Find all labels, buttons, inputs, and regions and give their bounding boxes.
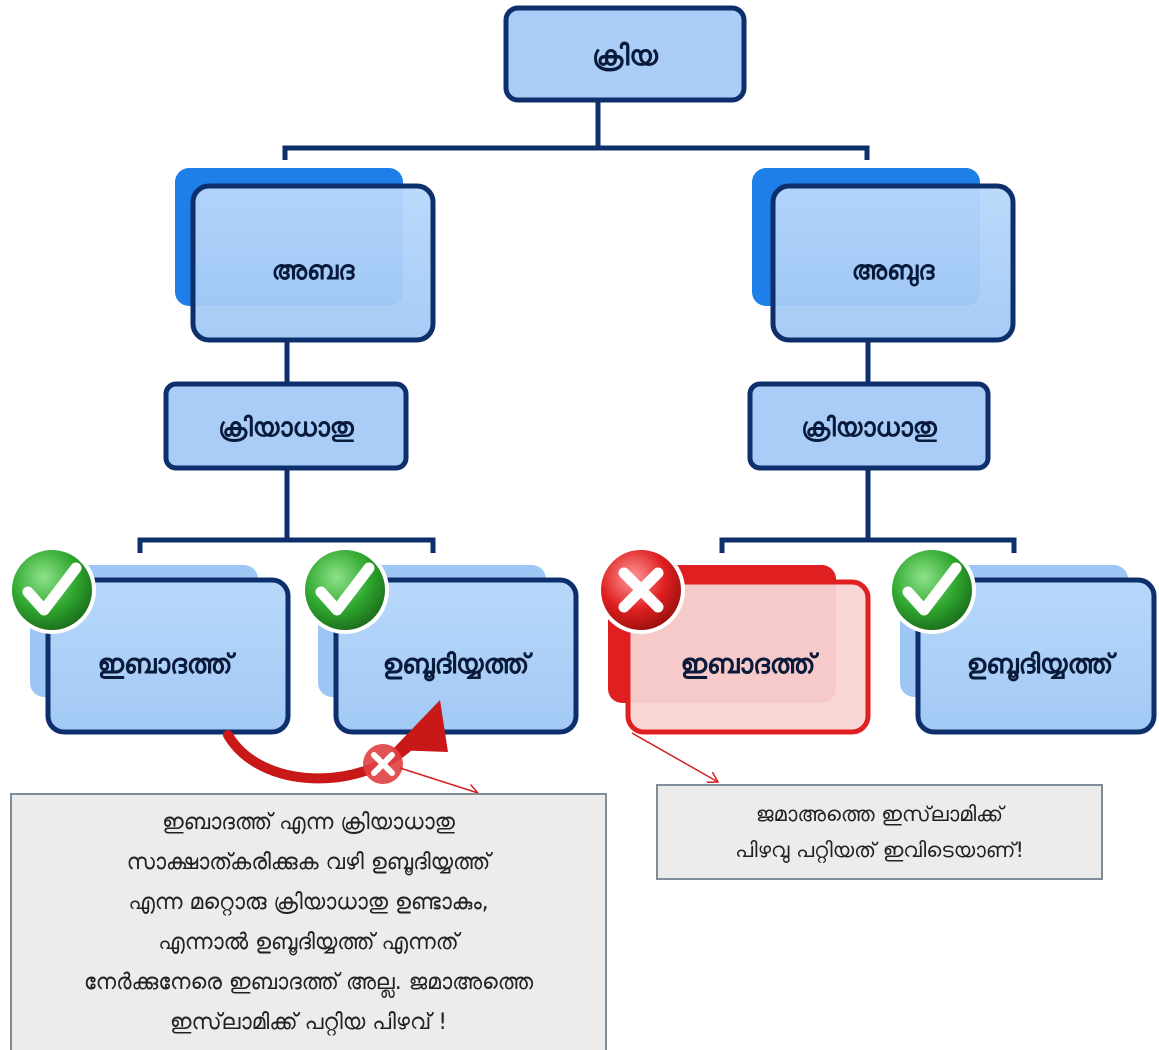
right-root-word-label: ക്രിയാധാതു	[801, 413, 938, 443]
connector-right-root-word-to-leaves	[719, 468, 1017, 553]
left-branch-label: അബദ	[272, 256, 356, 286]
right-leaf-ubudiyyath-label: ഉബൂദിയ്യത്ത്	[967, 649, 1117, 682]
left-root-word-label: ക്രിയാധാതു	[218, 413, 355, 443]
left-branch-node: അബദ	[175, 168, 436, 343]
right-root-word-box	[747, 381, 991, 471]
left-root-word-node: ക്രിയാധാതു	[163, 381, 409, 471]
cross-mark-icon	[597, 546, 685, 634]
left-leaf-ubudiyyath-label: ഉബൂദിയ്യത്ത്	[383, 649, 533, 682]
pointer-arrow-left-note	[399, 767, 478, 793]
pointer-arrow-right-note	[631, 732, 718, 782]
right-branch-label: അബുദ	[852, 256, 936, 287]
root-node-label: ക്രിയ	[592, 39, 659, 72]
root-node-box	[503, 5, 747, 103]
left-branch-box	[190, 183, 436, 343]
right-leaf-ubudiyyath-box	[915, 577, 1157, 735]
small-cross-icon	[363, 744, 403, 784]
connector-lines	[137, 100, 1017, 553]
explanation-note-left-text: ഇബാദത്ത് എന്ന ക്രിയാധാതു സാക്ഷാത്കരിക്കു…	[83, 809, 534, 1035]
left-leaf-ibadath-box	[45, 577, 291, 735]
right-root-word-node: ക്രിയാധാതു	[747, 381, 991, 471]
connector-left-root-word-to-leaves	[137, 468, 436, 553]
check-mark-icon	[301, 546, 389, 634]
check-mark-icon	[888, 546, 976, 634]
explanation-note-left: ഇബാദത്ത് എന്ന ക്രിയാധാതു സാക്ഷാത്കരിക്കു…	[10, 793, 607, 1050]
left-leaf-ibadath-label: ഇബാദത്ത്	[97, 649, 236, 680]
connector-root-to-branches	[282, 100, 870, 160]
explanation-note-right-text: ജമാഅത്തെ ഇസ്‌ലാമിക്ക് പിഴവു പറ്റിയത് ഇവി…	[735, 802, 1024, 862]
left-leaf-ubudiyyath-box	[333, 577, 579, 735]
right-leaf-ibadath-box	[625, 579, 871, 735]
check-mark-icon	[8, 546, 96, 634]
root-node: ക്രിയ	[503, 5, 747, 103]
explanation-note-right: ജമാഅത്തെ ഇസ്‌ലാമിക്ക് പിഴവു പറ്റിയത് ഇവി…	[656, 784, 1103, 880]
left-root-word-box	[163, 381, 409, 471]
right-branch-node: അബുദ	[752, 168, 1016, 343]
right-leaf-ibadath-label: ഇബാദത്ത്	[680, 649, 819, 680]
right-branch-box	[770, 183, 1016, 343]
